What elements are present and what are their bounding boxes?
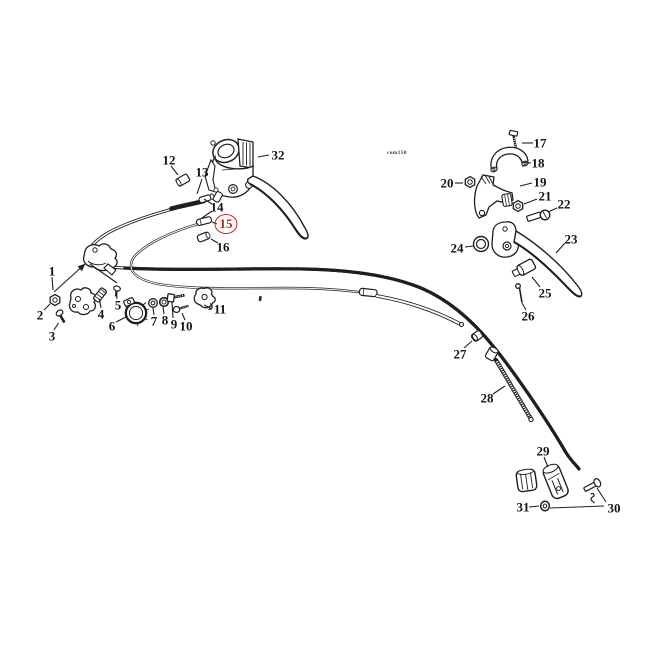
lever-assembly-right xyxy=(464,129,583,303)
control-cable-outer xyxy=(86,193,581,471)
lock-washer-8 xyxy=(158,296,170,308)
hand-lever-23 xyxy=(491,221,583,298)
screw-3 xyxy=(55,309,66,324)
cable-coupling-29 xyxy=(542,463,569,500)
pivot-bolt-22 xyxy=(526,209,551,222)
handlebar-clamp xyxy=(210,138,254,169)
adjuster-sleeve-12 xyxy=(175,173,191,187)
hex-bolt-9 xyxy=(166,293,185,303)
handlebar-clamp-18 xyxy=(490,146,529,173)
adjuster-screw-28 xyxy=(484,346,534,423)
hex-nut-21 xyxy=(512,199,524,213)
control-cable-inner xyxy=(129,216,465,328)
flat-washer-7 xyxy=(148,298,158,308)
cable-tick-mark xyxy=(258,295,262,302)
hex-nut-20 xyxy=(464,175,476,189)
clamp-clip-11 xyxy=(193,287,216,311)
anchor-casting xyxy=(68,287,97,316)
cap-27 xyxy=(470,330,484,342)
lever-body xyxy=(204,154,254,203)
cable-end-parts-bottom-right xyxy=(470,330,602,512)
coupling-nut-29 xyxy=(515,468,538,493)
lever-bracket-19 xyxy=(473,174,514,219)
hardware-group-bottom-left xyxy=(49,285,216,327)
screw-5 xyxy=(113,285,121,297)
dust-cap-16 xyxy=(196,231,211,243)
cable-anchor-block xyxy=(82,243,118,276)
screw-10 xyxy=(172,304,189,314)
leader-lines xyxy=(43,142,607,509)
plunger-25 xyxy=(511,258,537,277)
cable-ferrule-mid xyxy=(358,287,378,298)
cable-end-ferrule-13 xyxy=(198,193,215,204)
lever-blade xyxy=(246,175,309,240)
cotter-pin-26 xyxy=(515,283,523,303)
washer-31 xyxy=(539,500,551,512)
o-ring-24 xyxy=(472,235,490,253)
screw-30 xyxy=(583,478,602,504)
cable-ferrule-15 xyxy=(195,216,213,226)
cable-clamp-6 xyxy=(123,297,150,327)
watermark-text: com150 xyxy=(387,150,407,156)
hex-nut-2 xyxy=(49,293,61,307)
clamp-plate-4 xyxy=(92,287,108,303)
lever-assembly-32 xyxy=(204,138,309,240)
